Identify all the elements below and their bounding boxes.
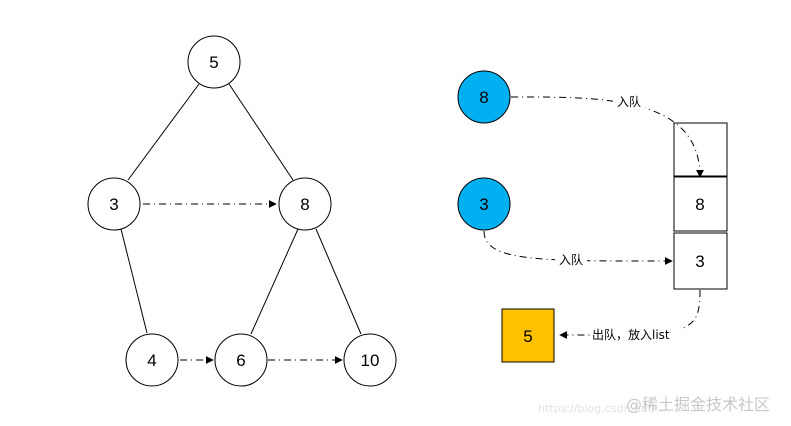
tree-edges	[120, 83, 362, 335]
enqueue-path-3	[483, 230, 673, 266]
watermark: https://blog.csdn.net/... @稀土掘金技术社区	[538, 395, 770, 415]
enqueue-path-8	[510, 96, 704, 178]
tree-node-10-label: 10	[361, 351, 380, 370]
incoming-node-3-circle	[457, 177, 511, 231]
watermark-url: https://blog.csdn.net/...	[538, 402, 666, 415]
tree-node-5-label: 5	[209, 53, 218, 72]
output-box-label: 5	[523, 327, 532, 346]
incoming-node-8: 8	[457, 70, 511, 124]
incoming-node-8-circle	[457, 70, 511, 124]
flow-labels: 入队 入队 出队，放入list	[555, 93, 680, 343]
tree-node-6-label: 6	[236, 351, 245, 370]
incoming-node-3-label: 3	[479, 195, 488, 214]
tree-node-3-label: 3	[109, 195, 118, 214]
edge-5-8	[228, 83, 294, 181]
queue-cell-1	[673, 176, 728, 232]
queue-cell-1-label: 8	[695, 195, 704, 214]
edge-8-10	[315, 228, 362, 335]
incoming-node-8-label: 8	[479, 88, 488, 107]
tree-node-6: 6	[214, 333, 268, 387]
output-box-rect	[501, 308, 555, 363]
tree-node-3: 3	[87, 177, 141, 231]
tree-node-4: 4	[125, 333, 179, 387]
edge-5-3	[127, 83, 200, 181]
tree-node-5: 5	[187, 35, 241, 89]
tree-node-10: 10	[343, 333, 397, 387]
tree-node-8: 8	[278, 177, 332, 231]
tree-node-8-label: 8	[300, 195, 309, 214]
output-box: 5	[501, 308, 555, 363]
incoming-node-3: 3	[457, 177, 511, 231]
edge-3-4	[120, 228, 148, 334]
level-links	[143, 200, 343, 364]
queue-cell-0	[673, 122, 728, 177]
enqueue-label-bottom: 入队	[559, 252, 583, 267]
queue-cell-2	[673, 232, 728, 290]
queue-incoming: 8 3	[457, 70, 511, 231]
tree-nodes: 5 3 8 4 6 10	[87, 35, 397, 387]
edge-8-6	[250, 228, 299, 335]
dequeue-label: 出队，放入list	[592, 327, 670, 342]
tree-node-4-label: 4	[147, 351, 156, 370]
enqueue-label-top: 入队	[617, 94, 641, 109]
queue-cell-2-label: 3	[695, 252, 704, 271]
queue-flows	[483, 96, 704, 339]
queue-box: 8 3	[673, 122, 728, 290]
watermark-brand: @稀土掘金技术社区	[626, 395, 770, 414]
